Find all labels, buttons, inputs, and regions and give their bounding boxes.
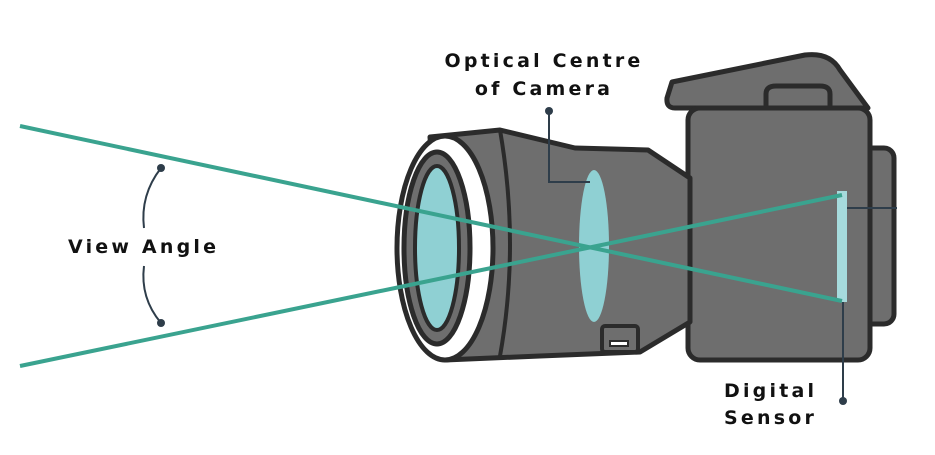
lens-barrel-section-divider xyxy=(498,129,512,357)
lens-release-button xyxy=(600,324,640,354)
ray-lower xyxy=(19,193,843,368)
view-angle-arc-top xyxy=(142,167,162,229)
digital-sensor-label-line1: Digital xyxy=(724,380,817,402)
lens-release-button-highlight xyxy=(609,340,629,347)
lens-barrel xyxy=(427,127,693,363)
digital-sensor xyxy=(837,191,847,302)
view-angle-arc-bottom xyxy=(142,265,162,324)
optical-centre-leader xyxy=(548,111,590,183)
digital-sensor-label-line2: Sensor xyxy=(724,407,817,429)
sensor-leader-dot xyxy=(839,397,847,405)
view-angle-label: View Angle xyxy=(68,236,219,258)
optical-centre-label-line2: of Camera xyxy=(475,78,613,100)
camera-hot-shoe xyxy=(763,83,833,108)
view-angle-dot-bottom xyxy=(157,319,165,327)
optical-centre-leader-dot xyxy=(545,107,553,115)
front-lens-glass xyxy=(413,164,461,332)
optical-centre-label-line1: Optical Centre xyxy=(444,50,643,72)
ray-upper xyxy=(19,124,843,303)
view-angle-dot-top xyxy=(157,164,165,172)
